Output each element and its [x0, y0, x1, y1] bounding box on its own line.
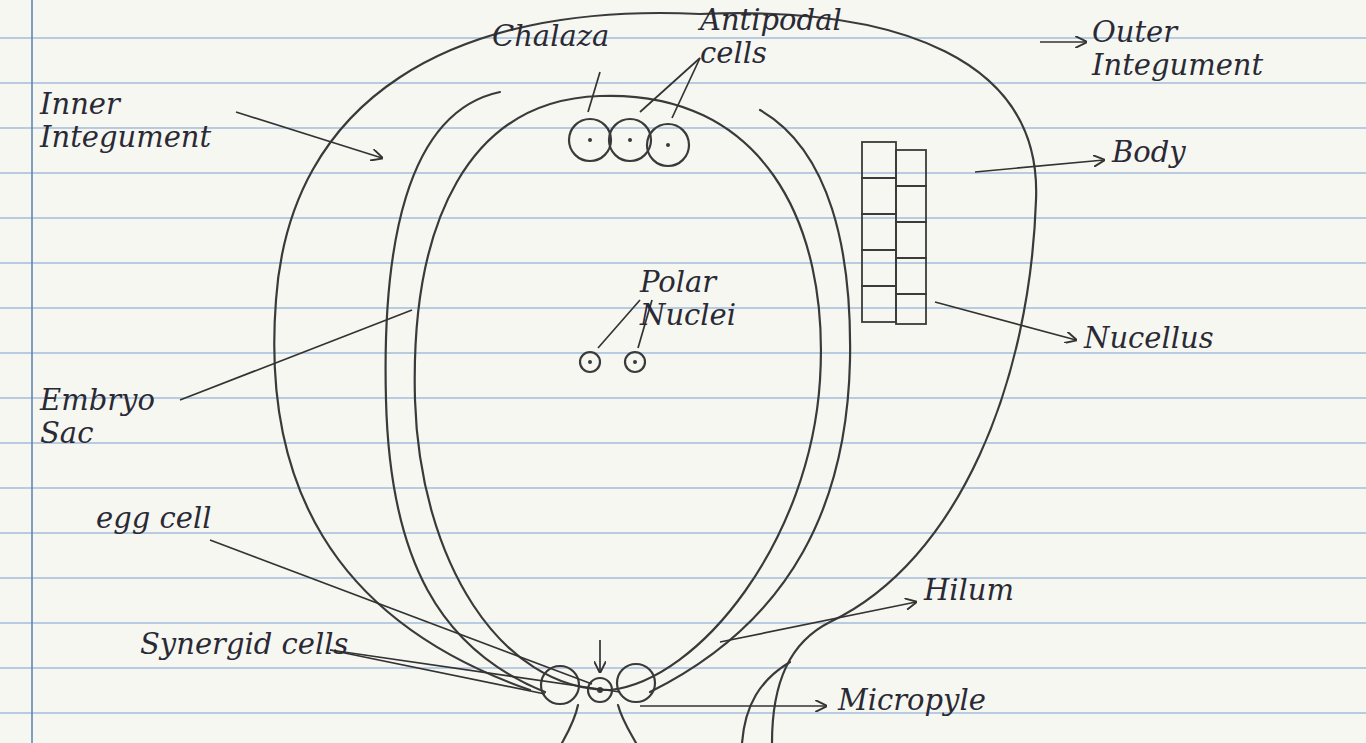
ruled-line — [0, 668, 1366, 669]
leader-line — [1040, 41, 1086, 43]
ruled-line — [0, 443, 1366, 444]
ruled-line — [0, 218, 1366, 219]
leader-line — [720, 602, 916, 642]
ruled-line — [0, 173, 1366, 174]
part-label: Embryo Sac — [40, 384, 200, 451]
micropyle-canal — [618, 705, 636, 743]
polar-nucleus — [580, 352, 600, 372]
part-label: Polar Nuclei — [640, 266, 800, 333]
ruled-line — [0, 83, 1366, 84]
leader-line — [935, 302, 1076, 340]
inner-integument — [386, 92, 545, 692]
part-label: Outer Integument — [1092, 16, 1332, 83]
leader-line — [640, 58, 700, 112]
leader-line — [588, 72, 600, 112]
leader-line — [975, 160, 1104, 172]
ruled-lines — [0, 38, 1366, 713]
nucleus-dot — [628, 138, 632, 142]
leader-line — [640, 705, 826, 707]
nucleus-dot — [633, 360, 637, 364]
nucleus-dot — [666, 143, 670, 147]
leader-line — [599, 640, 601, 672]
leader-line — [330, 650, 545, 694]
part-label: Antipodal cells — [700, 4, 860, 71]
nucellus-cells — [862, 142, 926, 324]
part-label: Nucellus — [1084, 322, 1264, 355]
nucleus-dot — [588, 360, 592, 364]
antipodal-cell — [609, 119, 651, 161]
polar-nucleus — [625, 352, 645, 372]
antipodal-cell — [569, 119, 611, 161]
part-label: Micropyle — [838, 684, 1038, 717]
ruled-line — [0, 488, 1366, 489]
part-label: Inner Integument — [40, 88, 230, 155]
part-label: Body — [1112, 136, 1232, 169]
margin-line — [31, 0, 33, 743]
part-label: Synergid cells — [140, 628, 350, 661]
leader-line — [210, 540, 592, 684]
leader-line — [672, 58, 700, 118]
outer-integument — [700, 13, 1036, 743]
ruled-line — [0, 263, 1366, 264]
funicle — [742, 662, 790, 743]
part-label: Hilum — [924, 574, 1044, 607]
antipodal-cell — [647, 124, 689, 166]
leader-line — [598, 300, 640, 348]
part-label: egg cell — [96, 502, 236, 535]
nucleus-dot — [588, 138, 592, 142]
ruled-line — [0, 578, 1366, 579]
ruled-line — [0, 623, 1366, 624]
synergid-cell — [617, 664, 655, 702]
leader-line — [180, 310, 412, 400]
ruled-line — [0, 713, 1366, 714]
embryo-sac — [415, 96, 821, 690]
part-label: Chalaza — [492, 20, 642, 53]
leader-line — [330, 650, 620, 692]
micropyle-canal — [562, 705, 578, 743]
ruled-line — [0, 398, 1366, 399]
inner-integument — [650, 110, 850, 692]
leader-line — [236, 112, 382, 158]
